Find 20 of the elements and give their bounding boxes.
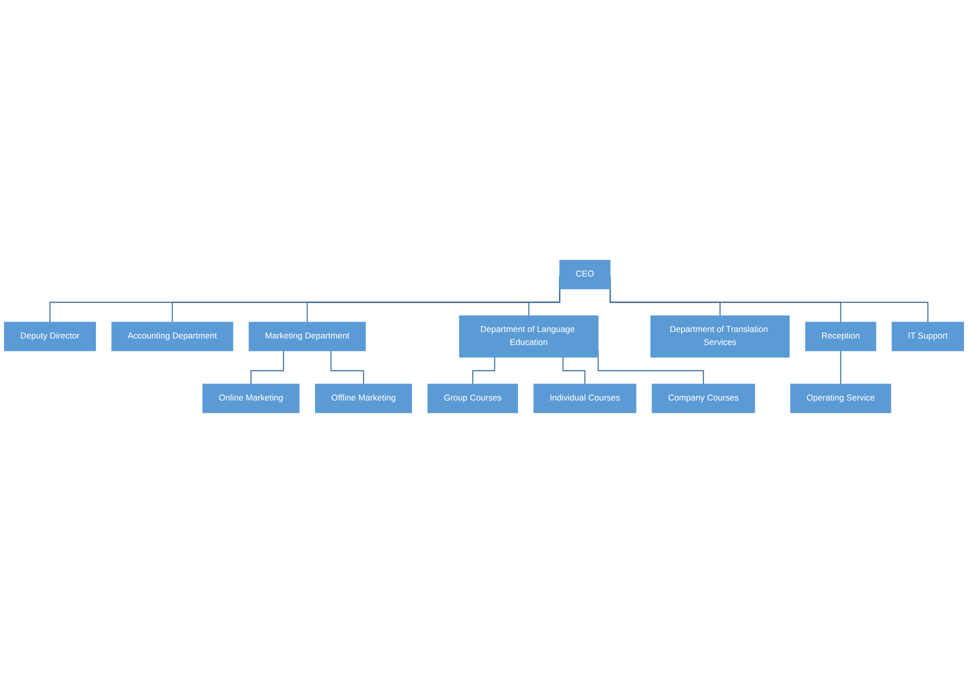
connector	[840, 350, 842, 385]
node-box: Offline Marketing	[315, 384, 412, 414]
connector	[528, 287, 560, 316]
node-box: Accounting Department	[111, 322, 234, 352]
node-box: Department of Translation Services	[650, 315, 790, 358]
node-box: Group Courses	[427, 384, 518, 414]
connector	[562, 357, 586, 385]
node-box: Deputy Director	[4, 322, 96, 352]
node-box: IT Support	[892, 322, 964, 352]
node-box: Individual Courses	[533, 384, 636, 414]
node-box: Department of Language Education	[459, 315, 598, 358]
node-box: CEO	[559, 260, 610, 290]
node-box: Operating Service	[790, 384, 892, 414]
connector	[330, 350, 364, 385]
node-box: Online Marketing	[202, 384, 300, 414]
node-box: Company Courses	[652, 384, 756, 414]
node-box: Reception	[805, 322, 876, 352]
connector	[250, 350, 284, 385]
node-box: Marketing Department	[248, 322, 366, 352]
connector	[472, 357, 496, 385]
